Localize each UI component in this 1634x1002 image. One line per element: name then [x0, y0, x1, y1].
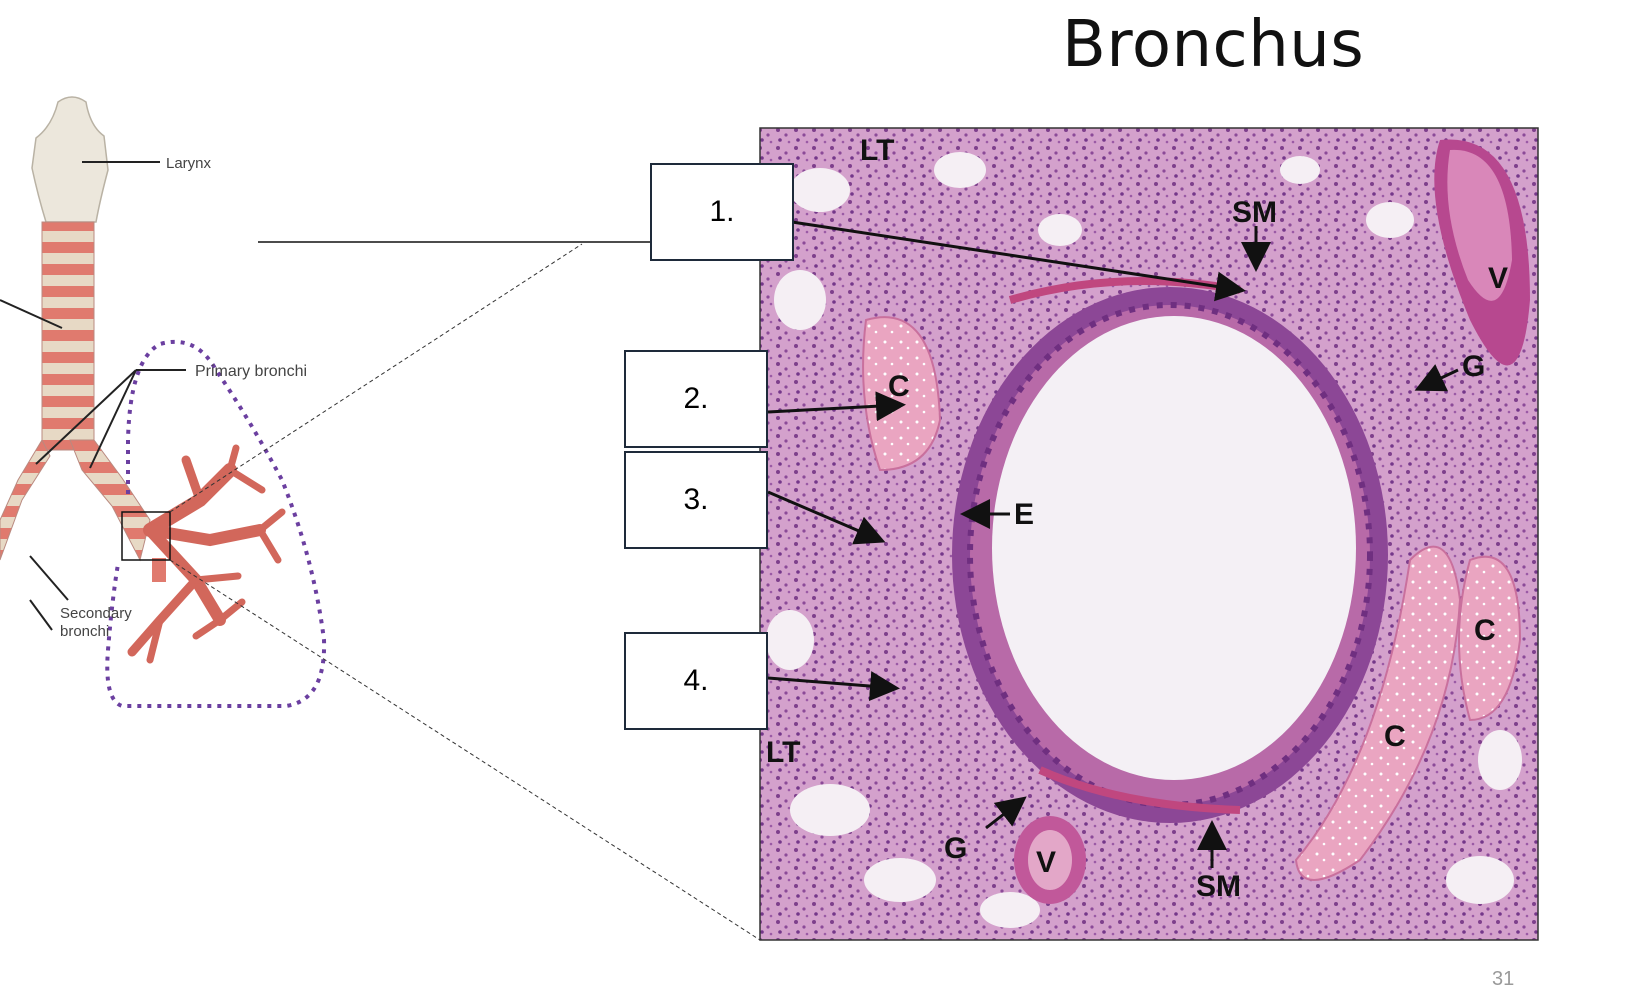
label-sm-top: SM [1232, 196, 1277, 229]
larynx-shape [31, 96, 109, 223]
lumen [992, 316, 1356, 780]
label-g-right: G [1462, 350, 1485, 383]
answer-box-4[interactable]: 4. [624, 632, 768, 730]
zoom-connectors [169, 241, 761, 941]
label-c-right-2: C [1384, 720, 1406, 753]
answer-box-2[interactable]: 2. [624, 350, 768, 448]
label-sm-bottom: SM [1196, 870, 1241, 903]
label-c-right-1: C [1474, 614, 1496, 647]
page-number: 31 [1492, 968, 1515, 990]
zoom-box [121, 511, 171, 561]
secondary-bronchi-label-2: bronchi [60, 623, 109, 640]
answer-box-3[interactable]: 3. [624, 451, 768, 549]
label-c-left: C [888, 370, 910, 403]
right-primary-bronchus [69, 439, 151, 562]
label-e: E [1014, 498, 1034, 531]
label-v-top: V [1488, 262, 1508, 295]
lung-outline [105, 339, 327, 708]
answer-arrows [767, 220, 1246, 702]
label-g-bottom: G [944, 832, 967, 865]
label-lt-left: LT [766, 736, 800, 769]
label-lt-top: LT [860, 134, 894, 167]
bronchus-micrograph: LT LT SM SM V V G G C C C E [759, 127, 1539, 941]
answer-box-1[interactable]: 1. [650, 163, 794, 261]
label-v-bottom: V [1036, 846, 1056, 879]
trachea [41, 221, 95, 451]
secondary-bronchi-label-1: Secondary [60, 605, 132, 622]
slide-title: Bronchus [1062, 8, 1365, 82]
airway-illustration: Larynx Primary bronchi Secondary bronchi [0, 96, 327, 708]
lower-stub [152, 558, 166, 582]
primary-bronchi-label: Primary bronchi [195, 363, 307, 380]
larynx-label: Larynx [166, 155, 212, 172]
left-primary-bronchus [0, 438, 51, 561]
bronchial-tree [127, 444, 286, 664]
